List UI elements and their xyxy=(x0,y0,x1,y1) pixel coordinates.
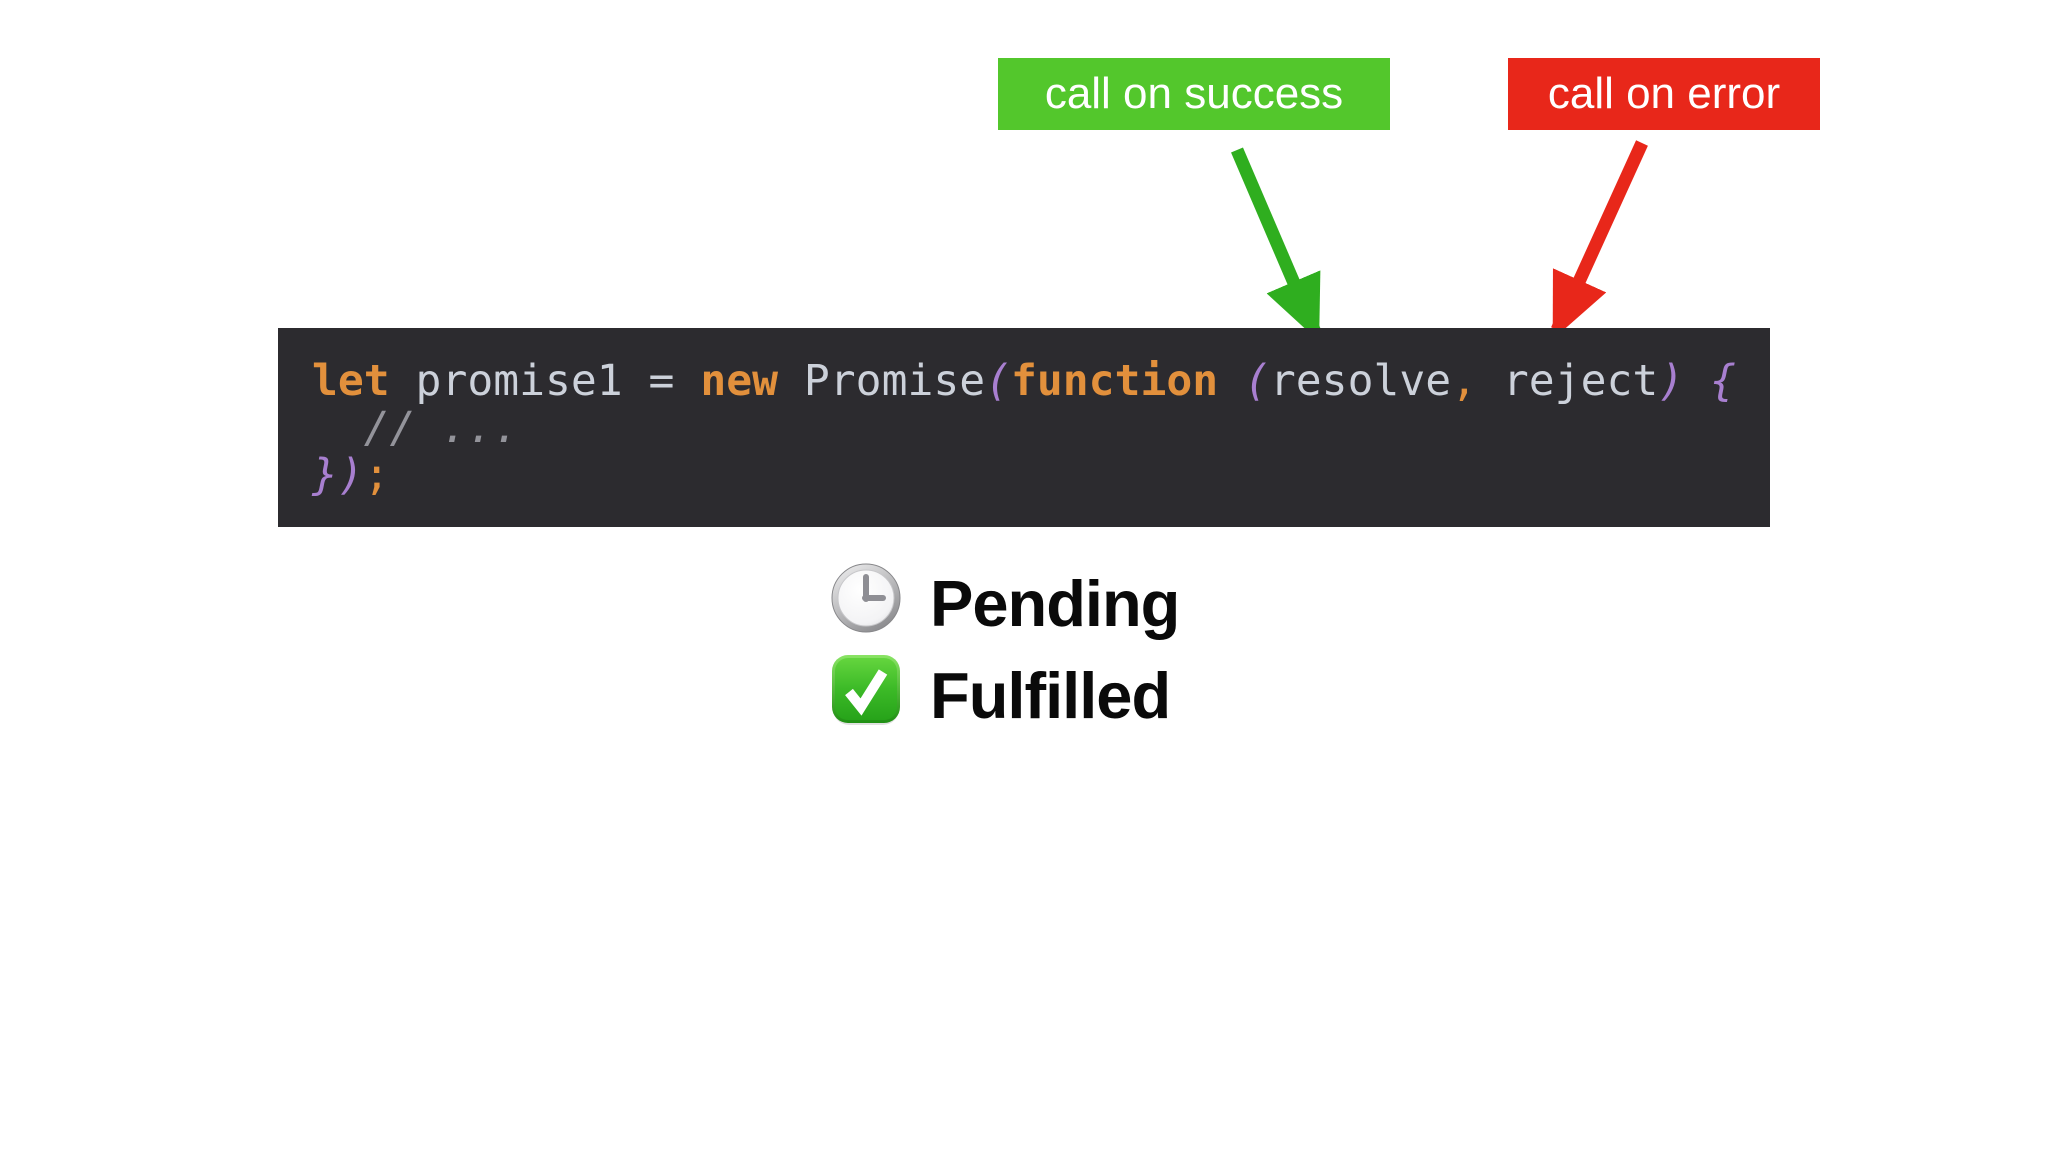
code-line: // ... xyxy=(312,405,1770,452)
code-block: let promise1 = new Promise(function (res… xyxy=(278,328,1770,527)
success-label: call on success xyxy=(998,58,1390,130)
code-token: promise1 = xyxy=(389,356,701,406)
check-icon xyxy=(830,652,902,728)
error-arrow xyxy=(1551,140,1648,340)
code-token: ( xyxy=(985,356,1012,406)
clock-icon xyxy=(830,560,902,636)
success-arrow xyxy=(1231,147,1321,342)
code-token: }) xyxy=(312,450,364,500)
error-label: call on error xyxy=(1508,58,1820,130)
code-token: // ... xyxy=(312,403,520,453)
code-line: }); xyxy=(312,452,1770,499)
state-label-pending: Pending xyxy=(930,566,1180,640)
code-token: function xyxy=(1011,356,1219,406)
code-line: let promise1 = new Promise(function (res… xyxy=(312,358,1770,405)
code-token: { xyxy=(1710,356,1736,406)
state-row-fulfilled: Fulfilled xyxy=(830,652,1171,732)
code-token xyxy=(1218,356,1244,406)
code-token: ( xyxy=(1244,356,1270,406)
state-row-pending: Pending xyxy=(830,560,1180,640)
state-label-fulfilled: Fulfilled xyxy=(930,658,1171,732)
code-token: new xyxy=(700,356,779,406)
code-token: ) xyxy=(1658,356,1685,406)
code-token: reject xyxy=(1477,356,1659,406)
code-token xyxy=(1684,356,1710,406)
code-token: let xyxy=(312,356,390,406)
code-token: , xyxy=(1451,356,1478,406)
code-token: Promise xyxy=(778,356,986,406)
code-token: ; xyxy=(363,450,390,500)
code-token: resolve xyxy=(1269,356,1452,406)
